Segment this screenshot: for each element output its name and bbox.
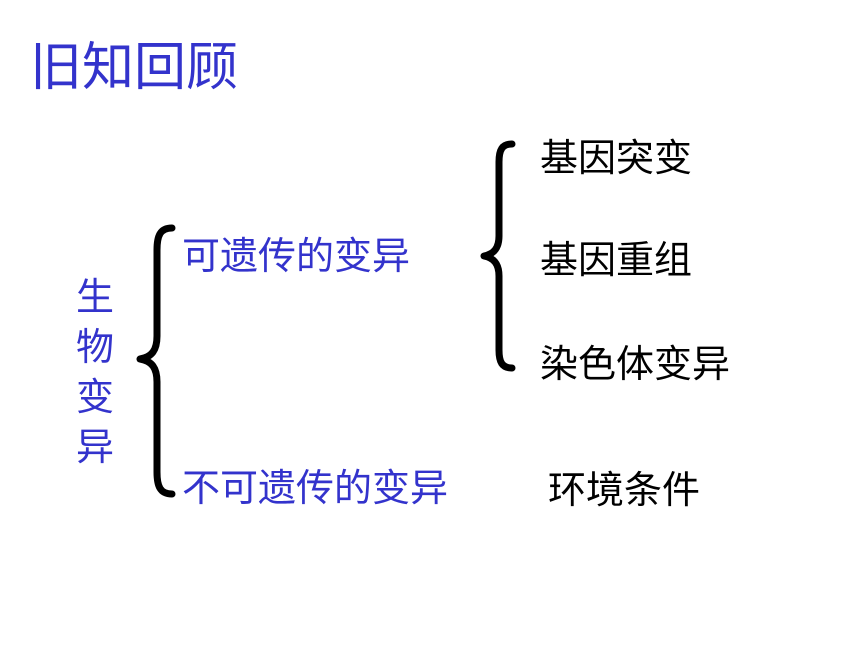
brace-heritable	[480, 140, 516, 372]
root-label-biological-variation: 生物变异	[75, 275, 114, 469]
slide-title: 旧知回顾	[30, 38, 239, 98]
leaf-chromosome-variation: 染色体变异	[540, 342, 731, 386]
branch-non-heritable-variation: 不可遗传的变异	[182, 466, 449, 510]
branch-heritable-variation: 可遗传的变异	[182, 234, 411, 278]
leaf-environmental-conditions: 环境条件	[548, 468, 701, 512]
leaf-gene-recombination: 基因重组	[540, 238, 693, 282]
brace-root	[136, 224, 176, 498]
leaf-gene-mutation: 基因突变	[540, 136, 693, 180]
